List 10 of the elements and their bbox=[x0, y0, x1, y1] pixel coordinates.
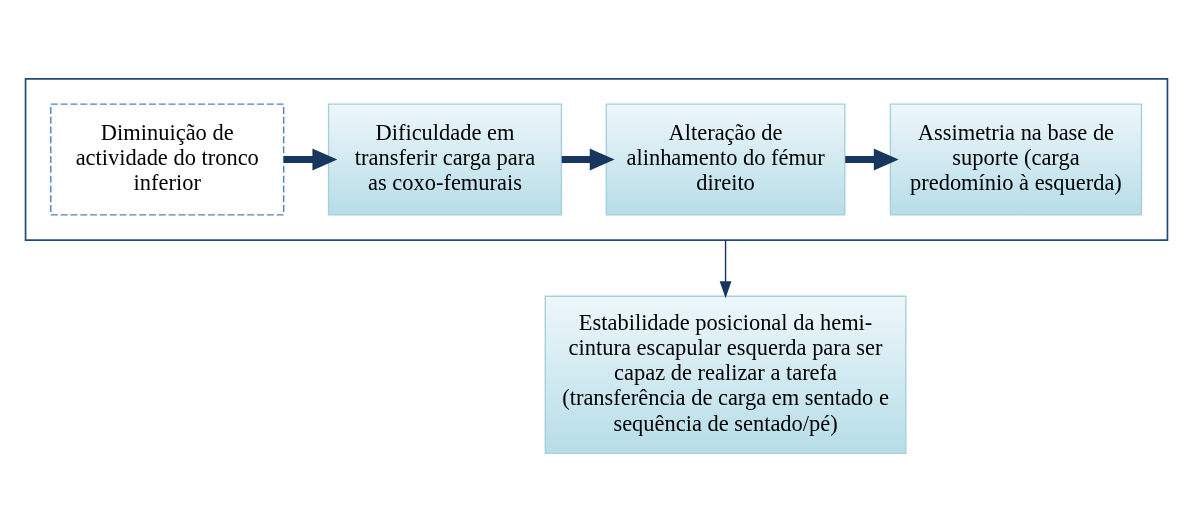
arrow bbox=[845, 148, 899, 171]
arrow bbox=[283, 148, 338, 171]
node-box: Diminuição de actividade do tronco inferior bbox=[50, 103, 285, 216]
node-box: Alteração de alinhamento do fémur direito bbox=[605, 103, 846, 216]
arrow bbox=[561, 148, 615, 171]
node-box: Assimetria na base de suporte (carga predomínio à esquerda) bbox=[889, 103, 1143, 216]
cluster bbox=[24, 78, 1169, 241]
node-box: Estabilidade posicional da hemi-cintura escapular esquerda para ser capaz de realizar a tarefa (transferência de carga em sentado e sequência de sentado/pé) bbox=[544, 295, 907, 455]
node-box: Dificuldade em transferir carga para as coxo-femurais bbox=[327, 103, 563, 216]
arrow bbox=[719, 239, 732, 299]
